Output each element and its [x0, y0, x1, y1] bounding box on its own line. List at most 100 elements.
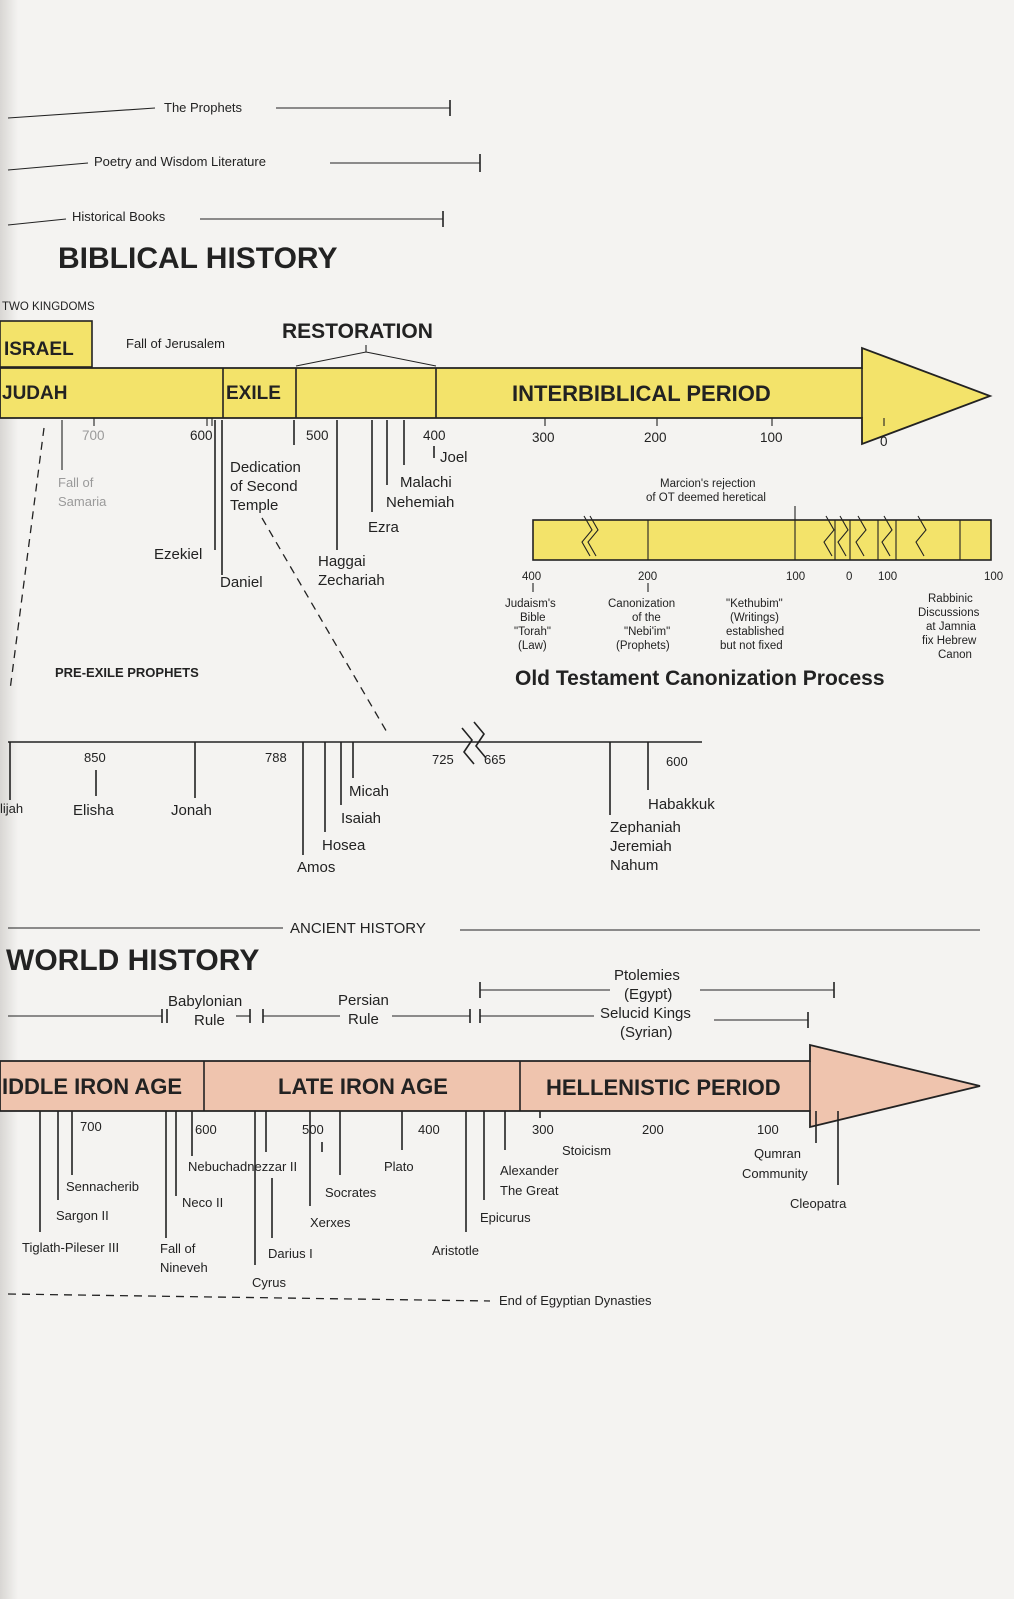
biblical-band: TWO KINGDOMS ISRAEL Fall of Jerusalem RE…: [0, 301, 993, 446]
fall-of-nineveh-line2: Nineveh: [160, 1260, 208, 1275]
canonization-title: Old Testament Canonization Process: [515, 667, 885, 690]
tick-600: 600: [190, 428, 213, 443]
habakkuk-label: Habakkuk: [648, 796, 715, 813]
daniel-label: Daniel: [220, 574, 263, 591]
pre-tick-725: 725: [432, 752, 454, 767]
tick-500: 500: [306, 428, 329, 443]
poetry-label: Poetry and Wisdom Literature: [94, 154, 266, 169]
plato-label: Plato: [384, 1159, 414, 1174]
socrates-label: Socrates: [325, 1185, 377, 1200]
note-rabbinic: Rabbinic Discussions at Jamnia fix Hebre…: [918, 593, 980, 661]
cyrus-label: Cyrus: [252, 1275, 286, 1290]
fall-of-nineveh-line1: Fall of: [160, 1241, 196, 1256]
prophets-label: The Prophets: [164, 100, 243, 115]
svg-text:established: established: [726, 626, 784, 638]
restoration-label: RESTORATION: [282, 320, 433, 343]
elisha-label: Elisha: [73, 802, 115, 819]
darius-label: Darius I: [268, 1246, 313, 1261]
ancient-history-label: ANCIENT HISTORY: [290, 920, 426, 937]
svg-text:but not fixed: but not fixed: [720, 640, 783, 652]
zechariah-label: Zechariah: [318, 572, 385, 589]
elijah-label: lijah: [0, 801, 23, 816]
late-iron-age-label: LATE IRON AGE: [278, 1074, 448, 1099]
jeremiah-label: Jeremiah: [610, 838, 672, 855]
fall-of-jerusalem-label: Fall of Jerusalem: [126, 336, 225, 351]
persian-line1: Persian: [338, 992, 389, 1009]
ezekiel-label: Ezekiel: [154, 546, 202, 563]
world-tick-200: 200: [642, 1122, 664, 1137]
world-events: Tiglath-Pileser III Sargon II Sennacheri…: [7, 1111, 847, 1308]
world-tick-500: 500: [302, 1122, 324, 1137]
note-judaism: Judaism's Bible "Torah" (Law): [505, 598, 556, 652]
tick-100: 100: [760, 430, 783, 445]
pre-tick-788: 788: [265, 750, 287, 765]
canon-tick-200: 200: [638, 571, 657, 583]
xerxes-label: Xerxes: [310, 1215, 351, 1230]
egyptian-dynasties-label: End of Egyptian Dynasties: [499, 1293, 652, 1308]
sennacherib-label: Sennacherib: [66, 1179, 139, 1194]
marcion-line2: of OT deemed heretical: [646, 492, 766, 504]
nebuchadnezzar-label: Nebuchadnezzar II: [188, 1159, 297, 1174]
epicurus-label: Epicurus: [480, 1210, 531, 1225]
israel-label: ISRAEL: [4, 339, 74, 360]
pre-exile-timeline: lijah 850 Elisha Jonah 788 Amos Hosea Is…: [0, 721, 715, 876]
world-band: IDDLE IRON AGE LATE IRON AGE HELLENISTIC…: [0, 1043, 981, 1129]
exile-label: EXILE: [226, 383, 281, 404]
hosea-label: Hosea: [322, 837, 366, 854]
biblical-history-title: BIBLICAL HISTORY: [58, 242, 337, 275]
two-kingdoms-label: TWO KINGDOMS: [2, 301, 95, 313]
biblical-events: Fall of Samaria Ezekiel Daniel Dedicatio…: [9, 420, 468, 735]
sargon-label: Sargon II: [56, 1208, 109, 1223]
note-kethubim: "Kethubim" (Writings) established but no…: [720, 598, 784, 652]
literature-lines: The Prophets Poetry and Wisdom Literatur…: [7, 100, 481, 227]
canon-tick-100b: 100: [878, 571, 897, 583]
tick-400: 400: [423, 428, 446, 443]
pre-tick-600: 600: [666, 754, 688, 769]
world-arrow: [0, 1043, 981, 1129]
svg-text:(Writings): (Writings): [730, 612, 779, 624]
canon-tick-100c: 100: [984, 571, 1003, 583]
svg-text:Judaism's: Judaism's: [505, 598, 556, 610]
nehemiah-label: Nehemiah: [386, 494, 454, 511]
svg-text:"Nebi'im": "Nebi'im": [624, 626, 670, 638]
babylonian-line1: Babylonian: [168, 993, 242, 1010]
ptolemies-line2: (Egypt): [624, 986, 672, 1003]
pre-exile-label: PRE-EXILE PROPHETS: [55, 665, 199, 680]
alexander-line2: The Great: [500, 1183, 559, 1198]
hellenistic-label: HELLENISTIC PERIOD: [546, 1075, 781, 1100]
stoicism-label: Stoicism: [562, 1143, 611, 1158]
svg-text:(Law): (Law): [518, 640, 547, 652]
world-tick-400: 400: [418, 1122, 440, 1137]
dedication-line1: Dedication: [230, 459, 301, 476]
marcion-line1: Marcion's rejection: [660, 478, 756, 490]
cleopatra-label: Cleopatra: [790, 1196, 847, 1211]
world-tick-300: 300: [532, 1122, 554, 1137]
tiglath-label: Tiglath-Pileser III: [22, 1240, 119, 1255]
note-nebiim: Canonization of the "Nebi'im" (Prophets): [608, 598, 675, 652]
judah-label: JUDAH: [2, 383, 67, 404]
ezra-label: Ezra: [368, 519, 400, 536]
zephaniah-label: Zephaniah: [610, 819, 681, 836]
qumran-line2: Community: [742, 1166, 808, 1181]
world-tick-100: 100: [757, 1122, 779, 1137]
svg-text:"Kethubim": "Kethubim": [726, 598, 783, 610]
svg-text:(Prophets): (Prophets): [616, 640, 670, 652]
dedication-line2: of Second: [230, 478, 298, 495]
persian-line2: Rule: [348, 1011, 379, 1028]
world-tick-700: 700: [80, 1119, 102, 1134]
alexander-line1: Alexander: [500, 1163, 559, 1178]
biblical-ticks: 700 600 500 400 300 200 100 0: [82, 418, 888, 449]
tick-700: 700: [82, 428, 105, 443]
biblical-arrow: [0, 346, 993, 446]
middle-iron-age-label: IDDLE IRON AGE: [2, 1074, 182, 1099]
world-history-title: WORLD HISTORY: [6, 944, 259, 977]
svg-text:Discussions: Discussions: [918, 607, 980, 619]
rule-brackets: Babylonian Rule Persian Rule Ptolemies (…: [8, 967, 835, 1041]
tick-200: 200: [644, 430, 667, 445]
aristotle-label: Aristotle: [432, 1243, 479, 1258]
svg-text:Canonization: Canonization: [608, 598, 675, 610]
interbiblical-label: INTERBIBLICAL PERIOD: [512, 381, 771, 406]
ptolemies-line1: Ptolemies: [614, 967, 680, 984]
jonah-label: Jonah: [171, 802, 212, 819]
